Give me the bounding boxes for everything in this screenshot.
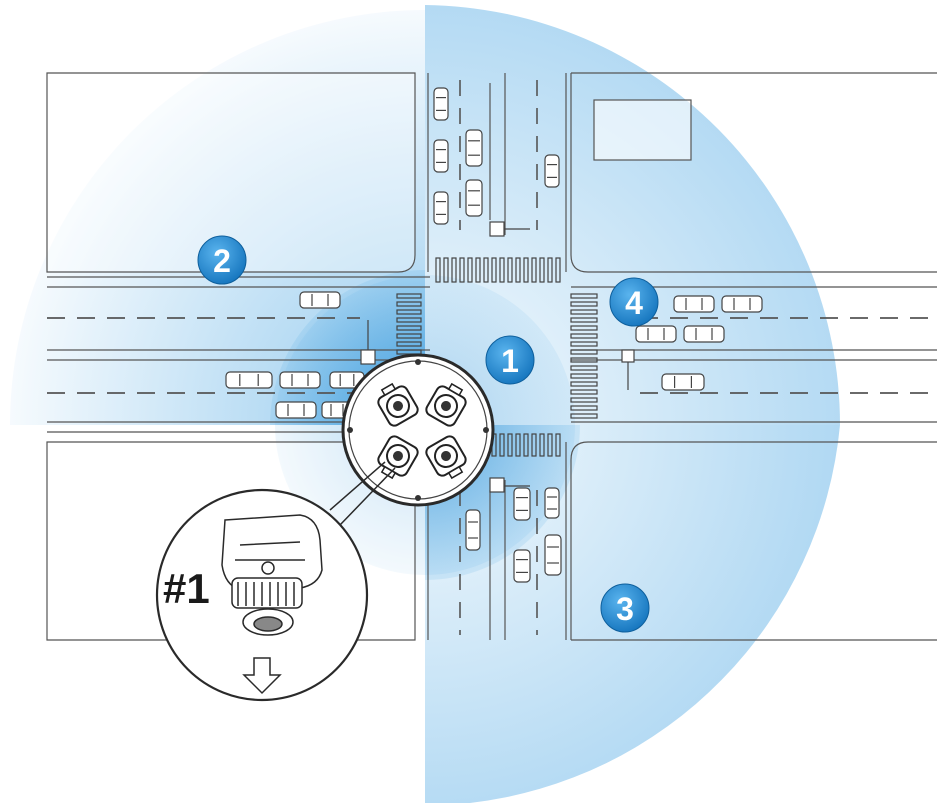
badge-2: 2	[198, 236, 246, 284]
sensor-label: #1	[163, 565, 210, 612]
vehicle	[545, 155, 559, 187]
badge-1: 1	[486, 336, 534, 384]
vehicle	[276, 402, 316, 418]
vehicle	[434, 88, 448, 120]
multi-sensor-camera-icon	[343, 355, 493, 505]
svg-text:4: 4	[625, 285, 643, 321]
svg-text:3: 3	[616, 591, 634, 627]
vehicle	[434, 140, 448, 172]
svg-text:2: 2	[213, 243, 231, 279]
vehicle	[514, 550, 530, 582]
svg-text:1: 1	[501, 343, 519, 379]
vehicle	[226, 372, 272, 388]
vehicle	[300, 292, 340, 308]
vehicle	[684, 326, 724, 342]
vehicle	[434, 192, 448, 224]
vehicle	[662, 374, 704, 390]
vehicle	[636, 326, 676, 342]
vehicle	[280, 372, 320, 388]
badge-4: 4	[610, 278, 658, 326]
vehicle	[722, 296, 762, 312]
vehicle	[545, 535, 561, 575]
vehicle	[466, 130, 482, 166]
vehicle	[466, 510, 480, 550]
vehicle	[514, 488, 530, 520]
vehicle	[466, 180, 482, 216]
vehicle	[674, 296, 714, 312]
badge-3: 3	[601, 584, 649, 632]
vehicle	[545, 488, 559, 518]
